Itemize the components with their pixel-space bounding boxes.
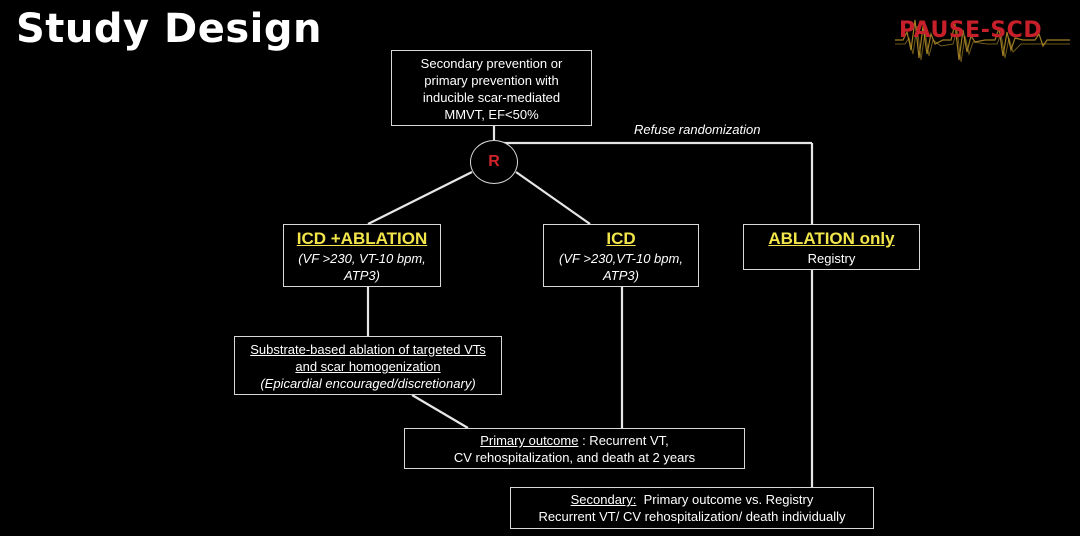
secondary-outcome-text: Primary outcome vs. Registry [636,492,814,507]
primary-outcome-line: Primary outcome : Recurrent VT, [405,432,744,449]
randomization-node: R [470,140,518,184]
population-box: Secondary prevention or primary preventi… [391,50,592,126]
connector-r-to-icd [515,171,591,225]
logo-text: PAUSE-SCD [899,18,1043,43]
ablation-procedure-box: Substrate-based ablation of targeted VTs… [234,336,502,395]
secondary-outcome-box: Secondary: Primary outcome vs. Registry … [510,487,874,529]
arm-title: ICD +ABLATION [296,229,428,248]
secondary-outcome-label: Secondary: [570,492,637,507]
refuse-randomization-label: Refuse randomization [634,122,761,137]
primary-outcome-box: Primary outcome : Recurrent VT, CV rehos… [404,428,745,469]
procedure-note: (Epicardial encouraged/discretionary) [260,376,476,391]
ecg-wave-icon [895,19,1070,63]
icd-arm-box: ICD (VF >230,VT-10 bpm, ATP3) [543,224,699,287]
icd-ablation-arm-box: ICD +ABLATION (VF >230, VT-10 bpm, ATP3) [283,224,441,287]
population-line: Secondary prevention or [420,56,563,71]
registry-label: Registry [807,251,856,266]
procedure-line: and scar homogenization [295,359,441,374]
connector-r-to-icd-ablation [367,171,473,225]
procedure-line: Substrate-based ablation of targeted VTs [250,342,486,357]
secondary-outcome-text: Recurrent VT/ CV rehospitalization/ deat… [538,509,846,524]
primary-outcome-text: : Recurrent VT, [578,433,669,448]
connector-procedure-to-primary [411,394,469,429]
arm-title: ICD [606,229,636,248]
slide-title: Study Design [16,6,322,52]
ablation-only-box: ABLATION only Registry [743,224,920,270]
pause-scd-logo: PAUSE-SCD [895,10,1070,65]
population-line: primary prevention with [424,73,559,88]
arm-detail: ATP3) [603,268,639,283]
population-line: MMVT, EF<50% [444,107,539,122]
arm-detail: ATP3) [344,268,380,283]
secondary-outcome-line: Secondary: Primary outcome vs. Registry [511,491,873,508]
arm-detail: (VF >230, VT-10 bpm, [298,251,426,266]
arm-title: ABLATION only [768,229,895,248]
population-line: inducible scar-mediated [422,90,561,105]
primary-outcome-label: Primary outcome [480,433,579,448]
arm-detail: (VF >230,VT-10 bpm, [559,251,683,266]
primary-outcome-text: CV rehospitalization, and death at 2 yea… [453,450,696,465]
